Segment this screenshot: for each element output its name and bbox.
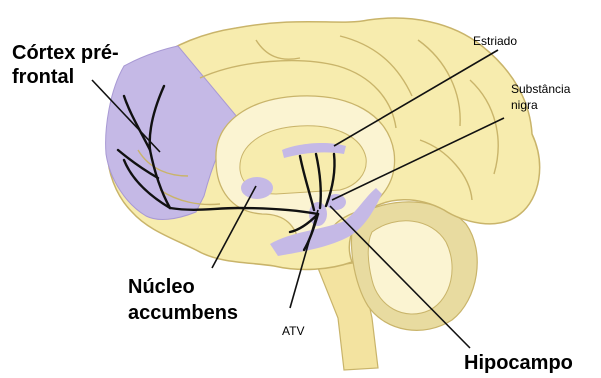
label-hippocampus: Hipocampo [464, 352, 573, 374]
nucleus-accumbens-region [241, 177, 273, 199]
label-vta: ATV [282, 324, 304, 338]
label-prefrontal-cortex-line2: frontal [12, 66, 74, 88]
label-nucleus-accumbens-line2: accumbens [128, 302, 238, 324]
label-prefrontal-cortex-line1: Córtex pré- [12, 42, 119, 64]
label-substantia-nigra-line1: Substância [511, 82, 570, 96]
label-striatum: Estriado [473, 34, 517, 48]
label-substantia-nigra-line2: nigra [511, 98, 538, 112]
label-nucleus-accumbens-line1: Núcleo [128, 276, 195, 298]
